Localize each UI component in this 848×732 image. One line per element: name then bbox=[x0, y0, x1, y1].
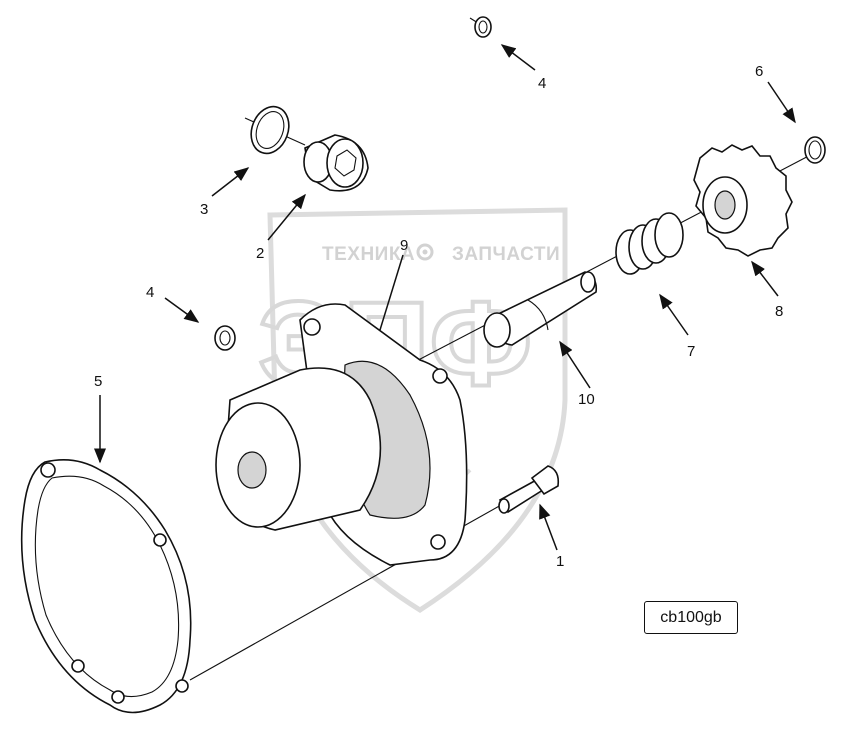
arrow-2 bbox=[267, 193, 306, 241]
gasket bbox=[20, 459, 192, 714]
callout-10: 10 bbox=[578, 391, 595, 408]
callout-2: 2 bbox=[256, 245, 264, 262]
callout-9: 9 bbox=[400, 237, 408, 254]
arrow-7 bbox=[659, 293, 689, 336]
snap-ring bbox=[804, 136, 826, 164]
retaining-ring-top bbox=[474, 16, 492, 38]
callout-4b: 4 bbox=[146, 284, 154, 301]
gear bbox=[693, 144, 793, 257]
retaining-ring-left bbox=[214, 325, 236, 351]
arrow-4a bbox=[500, 44, 536, 71]
callout-5: 5 bbox=[94, 373, 102, 390]
gear-icon bbox=[416, 243, 434, 261]
arrow-6 bbox=[767, 81, 796, 124]
callout-3: 3 bbox=[200, 201, 208, 218]
arrow-10 bbox=[559, 340, 591, 389]
spring bbox=[615, 212, 684, 275]
callout-7: 7 bbox=[687, 343, 695, 360]
arrow-4b bbox=[164, 297, 200, 323]
arrow-9 bbox=[379, 254, 404, 331]
watermark-left-text: ТЕХНИКА bbox=[322, 244, 415, 265]
shaft bbox=[483, 271, 598, 348]
callout-6: 6 bbox=[755, 63, 763, 80]
arrow-1 bbox=[539, 503, 558, 551]
o-ring bbox=[250, 105, 290, 155]
watermark-right-text: ЗАПЧАСТИ bbox=[452, 244, 560, 265]
callout-4a: 4 bbox=[538, 75, 546, 92]
drawing-code-label: cb100gb bbox=[644, 601, 738, 634]
pump-housing bbox=[215, 303, 468, 566]
plug bbox=[303, 134, 369, 192]
callout-arrows bbox=[94, 44, 796, 551]
arrow-3 bbox=[211, 167, 250, 197]
arrow-8 bbox=[751, 260, 779, 297]
callout-8: 8 bbox=[775, 303, 783, 320]
callout-labels: 1 2 3 4 4 5 6 7 8 9 10 bbox=[94, 63, 783, 570]
bolt bbox=[498, 465, 560, 514]
callout-1: 1 bbox=[556, 553, 564, 570]
